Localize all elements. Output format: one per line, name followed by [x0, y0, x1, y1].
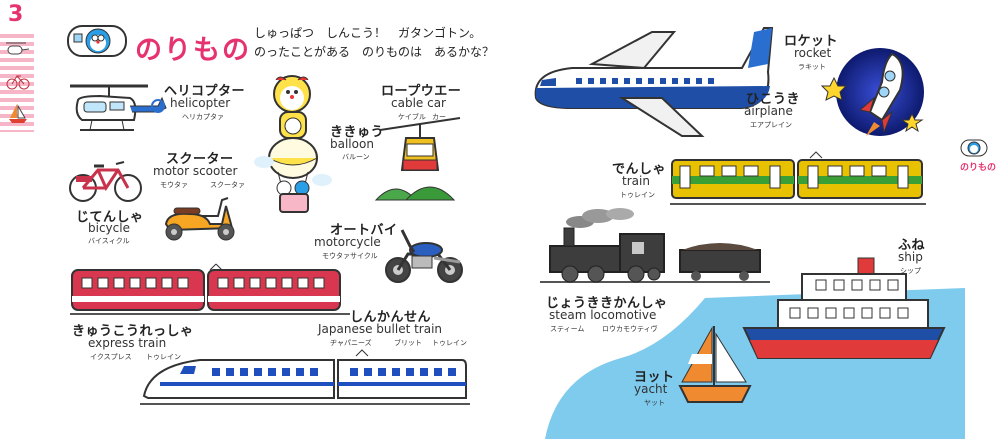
cablecar-illustration: [374, 117, 461, 201]
cablecar-kana-1: ケイブル: [398, 113, 426, 121]
yacht-illustration: [678, 326, 752, 403]
rocket-illustration: [820, 48, 924, 136]
train-kana: トゥレイン: [620, 191, 655, 199]
bullet-en: Japanese bullet train: [318, 322, 443, 336]
bicycle-jp: じてんしゃ: [76, 210, 144, 225]
cablecar-jp: ロープウエー: [381, 84, 462, 99]
airplane-kana: エアプレイン: [750, 121, 792, 129]
bullet-jp: しんかんせん: [350, 310, 432, 325]
balloon-jp: ききゅう: [330, 125, 385, 140]
express-jp: きゅうこうれっしゃ: [72, 324, 194, 339]
helicopter-en: helicopter: [170, 96, 231, 110]
steam-jp: じょうききかんしゃ: [546, 296, 668, 311]
helicopter-kana: ヘリカプタァ: [182, 113, 224, 121]
steam-en: steam locomotive: [549, 308, 657, 322]
helicopter-illustration: [70, 84, 167, 131]
scooter-illustration: [164, 197, 235, 241]
ship-jp: ふね: [898, 238, 926, 253]
steam-kana-2: ロウカモウティヴ: [602, 325, 658, 333]
airplane-en: airplane: [744, 104, 793, 118]
balloon-kana: バルーン: [342, 153, 370, 161]
airplane-illustration: [534, 27, 774, 137]
bicycle-kana: バイスィクル: [88, 237, 130, 245]
bullet-kana-2: ブリット: [394, 339, 422, 347]
ship-illustration: [742, 257, 946, 359]
express-kana-1: イクスプレス: [90, 353, 132, 361]
scooter-kana-1: モウタァ: [160, 181, 188, 189]
rocket-kana: ラキット: [798, 63, 826, 71]
train-jp: でんしゃ: [612, 162, 667, 177]
airplane-jp: ひこうき: [746, 92, 801, 107]
steam-locomotive-illustration: [540, 208, 770, 283]
ship-en: ship: [898, 250, 923, 264]
express-en: express train: [88, 336, 167, 350]
bullet-kana-1: ヂャパニーズ: [330, 339, 372, 347]
motorcycle-jp: オートバイ: [330, 223, 398, 238]
motorcycle-illustration: [385, 229, 463, 283]
page-title: のりもの: [135, 35, 251, 66]
yellow-train-illustration: [670, 151, 926, 205]
scooter-jp: スクーター: [166, 152, 234, 167]
motorcycle-kana: モウタァサイクル: [322, 252, 378, 260]
ship-kana: シップ: [900, 267, 921, 275]
bicycle-illustration: [69, 161, 142, 202]
train-en: train: [622, 174, 650, 188]
steam-kana-1: スティーム: [550, 325, 585, 333]
dorami-balloon-illustration: [254, 75, 332, 213]
bullet-train-illustration: [140, 349, 470, 405]
intro-line-1: しゅっぱつ しんこう！ ガタンゴトン。: [254, 26, 482, 40]
page-number: 3: [8, 2, 24, 27]
doraemon-train-logo: [67, 25, 127, 57]
scooter-en: motor scooter: [153, 164, 238, 178]
intro-line-2: のったことがある のりものは あるかな？: [254, 45, 495, 59]
motorcycle-en: motorcycle: [314, 235, 381, 249]
doraemon-tab-icon[interactable]: [960, 138, 988, 158]
rocket-jp: ロケット: [784, 34, 839, 49]
balloon-en: balloon: [330, 137, 374, 151]
yacht-tab-icon[interactable]: [8, 102, 28, 124]
cablecar-en: cable car: [391, 96, 446, 110]
yacht-kana: ヤット: [644, 399, 665, 407]
scooter-kana-2: スクータァ: [210, 181, 245, 189]
bullet-kana-3: トゥレイン: [432, 339, 467, 347]
rocket-en: rocket: [794, 46, 832, 60]
side-tab-label[interactable]: のりもの: [960, 163, 997, 173]
express-kana-2: トゥレイン: [146, 353, 181, 361]
bicycle-tab-icon[interactable]: [6, 72, 30, 90]
bicycle-en: bicycle: [88, 221, 130, 235]
yacht-jp: ヨット: [634, 370, 675, 385]
helicopter-jp: ヘリコプター: [164, 84, 246, 99]
cablecar-kana-2: カー: [432, 113, 446, 121]
yacht-en: yacht: [634, 382, 668, 396]
express-train-illustration: [70, 263, 350, 315]
helicopter-tab-icon[interactable]: [6, 40, 30, 58]
